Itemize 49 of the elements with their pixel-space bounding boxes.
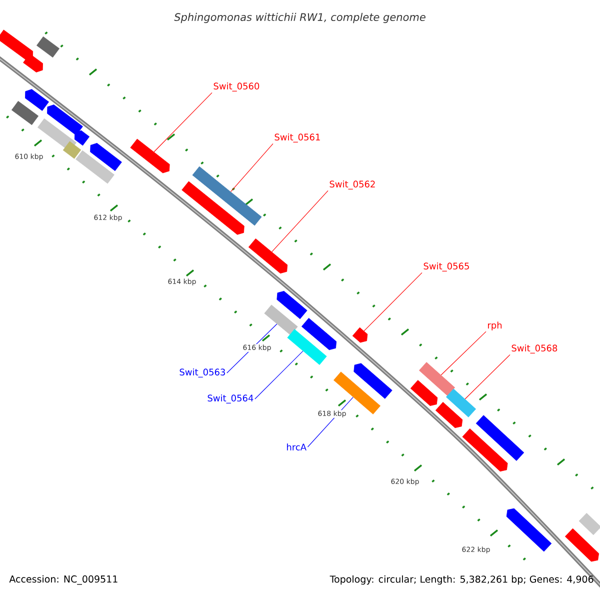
leader-line xyxy=(272,190,328,252)
gene-bar xyxy=(276,290,308,320)
gene-label: Swit_0565 xyxy=(424,262,469,272)
gene-bar xyxy=(90,142,122,172)
gene-bar xyxy=(564,528,600,562)
gene-bar xyxy=(62,141,82,159)
gene-bar xyxy=(264,304,298,336)
gene-label: Swit_0568 xyxy=(512,344,558,354)
gene-bar xyxy=(287,329,327,365)
gene-label: Swit_0560 xyxy=(214,82,260,92)
leader-line xyxy=(230,143,274,192)
gene-label: Swit_0563 xyxy=(180,368,225,378)
gene-label: Swit_0562 xyxy=(330,180,375,190)
accession-text: Accession: NC_009511 xyxy=(9,575,118,585)
leader-line xyxy=(226,324,278,374)
gene-label: Swit_0561 xyxy=(274,134,320,142)
leader-line xyxy=(254,350,304,400)
gene-bar xyxy=(354,363,392,399)
gene-bar xyxy=(76,150,114,184)
gene-bar xyxy=(476,415,524,461)
gene-bar xyxy=(182,181,244,235)
gene-bar xyxy=(0,30,34,60)
gene-bar xyxy=(435,402,463,428)
gene-bar xyxy=(352,327,368,343)
gene-bar xyxy=(578,512,600,536)
title: Sphingomonas wittichii RW1, complete genome xyxy=(174,12,426,24)
gene-bar xyxy=(25,89,49,111)
leader-line xyxy=(440,331,486,376)
leader-line xyxy=(364,272,422,332)
genome-info-text: Topology: circular; Length: 5,382,261 bp; Genes: 4,906 xyxy=(330,575,594,585)
gene-bar xyxy=(23,54,43,72)
gene-bar xyxy=(446,388,476,418)
gene-bar xyxy=(74,130,90,146)
gene-label: Swit_0564 xyxy=(208,394,254,404)
gene-bar xyxy=(130,138,170,174)
gene-bar xyxy=(248,238,288,274)
gene-bar xyxy=(47,104,83,136)
gene-bar xyxy=(192,166,262,226)
gene-label: hrcA xyxy=(287,444,306,450)
gene-bar xyxy=(506,508,552,552)
leader-line xyxy=(154,92,212,152)
gene-bar xyxy=(301,318,337,350)
gene-bar xyxy=(418,362,456,396)
gene-bar xyxy=(11,100,39,126)
gene-label: rph xyxy=(488,322,502,330)
leader-line xyxy=(464,354,510,400)
gene-bar xyxy=(410,380,438,406)
gene-bar xyxy=(36,36,60,58)
gene-bar xyxy=(462,428,508,472)
